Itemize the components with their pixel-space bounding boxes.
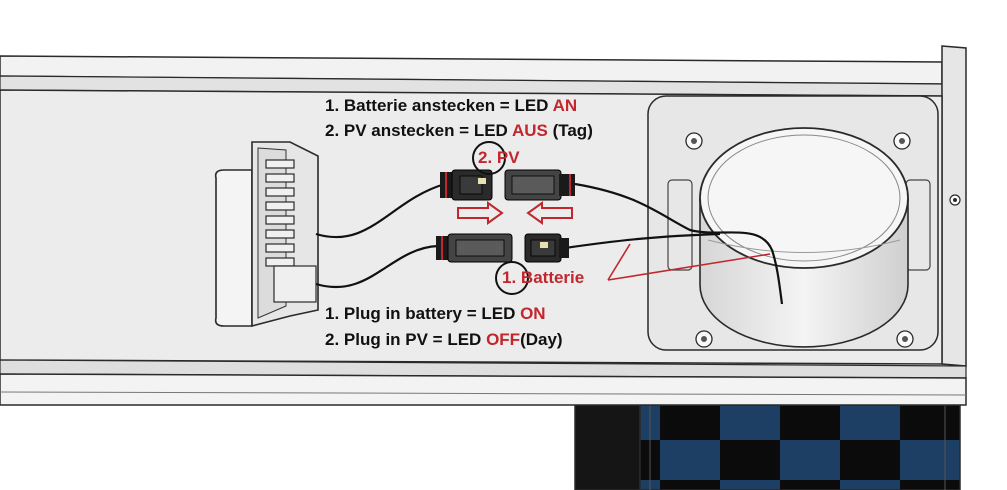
screw-icon	[896, 330, 914, 348]
instruction-de-2: 2. PV anstecken = LED AUS (Tag)	[325, 121, 593, 140]
cables	[315, 182, 784, 305]
instruction-de-1: 1. Batterie anstecken = LED AN	[325, 96, 578, 115]
solar-panel	[574, 404, 961, 490]
led-module	[214, 141, 319, 328]
connector-battery-male	[436, 233, 513, 263]
callout-circle-pv	[472, 141, 506, 175]
instruction-en-1: 1. Plug in battery = LED ON	[325, 304, 546, 323]
connector-battery-female	[524, 233, 569, 263]
screw-icon	[893, 132, 911, 150]
screw-icon	[695, 330, 713, 348]
callout-pv-label: 2. PV	[478, 148, 520, 167]
leader-lines	[607, 243, 771, 281]
callout-circle-battery	[495, 261, 529, 295]
instruction-en-2: 2. Plug in PV = LED OFF(Day)	[325, 330, 563, 349]
tube	[699, 127, 909, 348]
arrow-right-icon	[457, 201, 504, 225]
arrow-left-icon	[526, 201, 573, 225]
connector-pv-male	[504, 169, 575, 201]
connector-pv-female	[440, 169, 493, 201]
screw-icon	[685, 132, 703, 150]
callout-battery-label: 1. Batterie	[502, 268, 585, 287]
